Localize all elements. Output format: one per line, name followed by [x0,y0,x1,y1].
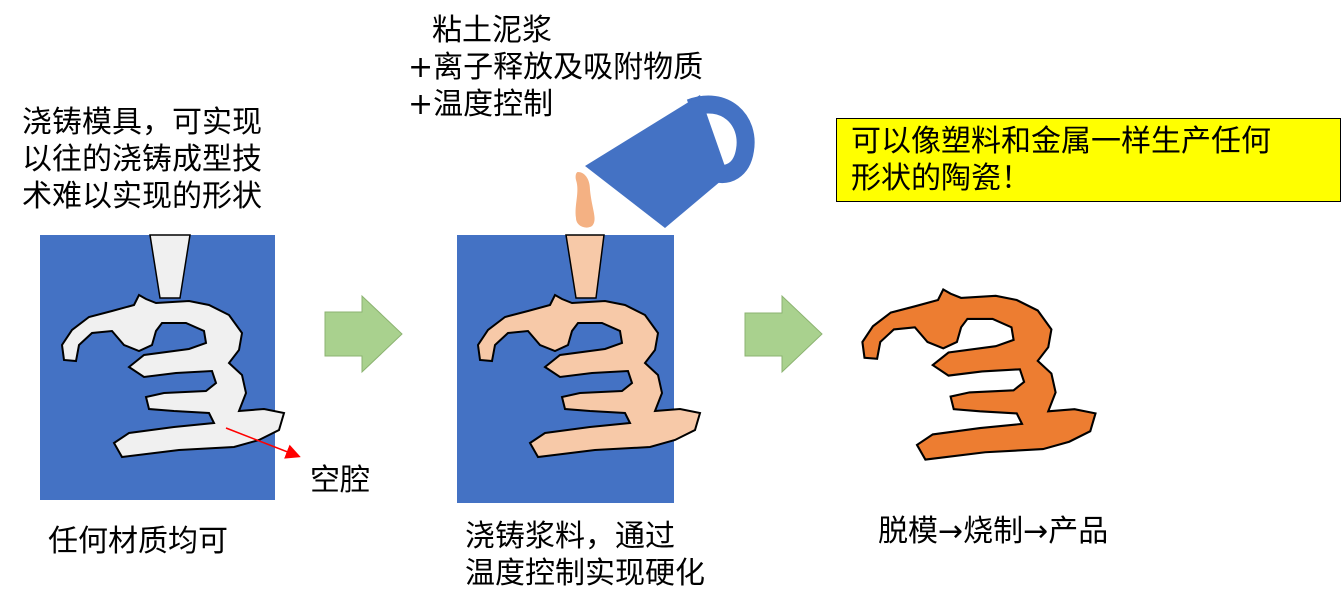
callout-line-1: 可以像塑料和金属一样生产任何 [851,123,1340,160]
middle-bottom-line-1: 浇铸浆料，通过 [465,518,705,555]
process-arrow-2 [745,296,822,372]
middle-bottom-caption: 浇铸浆料，通过 温度控制实现硬化 [465,518,705,592]
process-arrow-1 [325,296,402,372]
pour-caption: 粘土泥浆 +离子释放及吸附物质 +温度控制 [408,12,703,123]
cavity-label: 空腔 [310,463,370,499]
left-caption: 浇铸模具，可实现 以往的浇铸成型技 术难以实现的形状 [22,104,262,215]
pour-caption-line-2: +离子释放及吸附物质 [408,49,703,86]
pouring-stream [576,172,595,228]
callout-box: 可以像塑料和金属一样生产任何 形状的陶瓷！ [836,118,1341,202]
pour-caption-line-1: 粘土泥浆 [408,12,703,49]
left-caption-line-1: 浇铸模具，可实现 [22,104,262,141]
left-bottom-caption: 任何材质均可 [48,524,228,560]
callout-line-2: 形状的陶瓷！ [851,160,1340,197]
right-bottom-caption: 脱模→烧制→产品 [878,514,1108,550]
ceramic-product [862,290,1095,460]
pour-caption-line-3: +温度控制 [408,86,703,123]
left-caption-line-3: 术难以实现的形状 [22,178,262,215]
left-caption-line-2: 以往的浇铸成型技 [22,141,262,178]
middle-bottom-line-2: 温度控制实现硬化 [465,555,705,592]
